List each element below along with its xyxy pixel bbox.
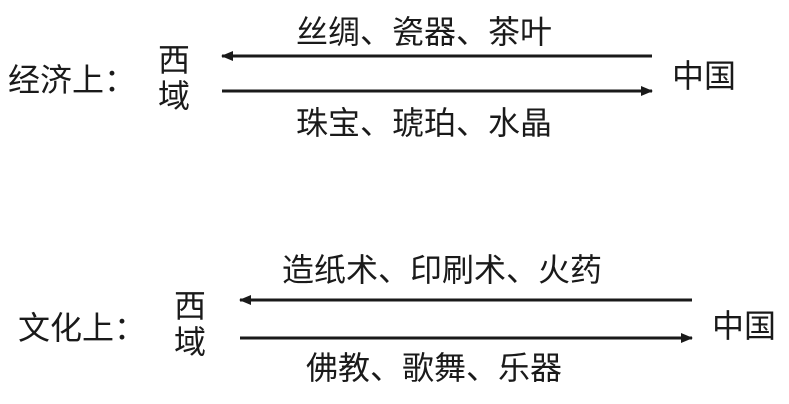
region-char: 域 [173,323,206,361]
culture-region-label: 西 域 [172,288,208,360]
economy-region-label: 西 域 [156,42,192,114]
economic-exchange-diagram: 经济上： 西 域 中国 丝绸、瓷器、茶叶 珠宝、琥珀、水晶 [0,0,789,190]
economy-imports-label: 珠宝、琥珀、水晶 [296,104,553,142]
economy-category-label: 经济上： [8,61,137,99]
region-char: 西 [173,287,206,325]
region-char: 域 [157,77,190,115]
cultural-arrows [239,295,693,343]
culture-exports-label: 造纸术、印刷术、火药 [282,251,603,289]
culture-country-label: 中国 [712,307,777,345]
culture-category-label: 文化上： [18,309,147,347]
economy-country-label: 中国 [672,57,737,95]
culture-imports-label: 佛教、歌舞、乐器 [306,349,563,387]
cultural-exchange-diagram: 文化上： 西 域 中国 造纸术、印刷术、火药 佛教、歌舞、乐器 [0,230,789,404]
economy-exports-label: 丝绸、瓷器、茶叶 [296,13,553,51]
region-char: 西 [157,41,190,79]
economic-arrows [221,51,653,96]
